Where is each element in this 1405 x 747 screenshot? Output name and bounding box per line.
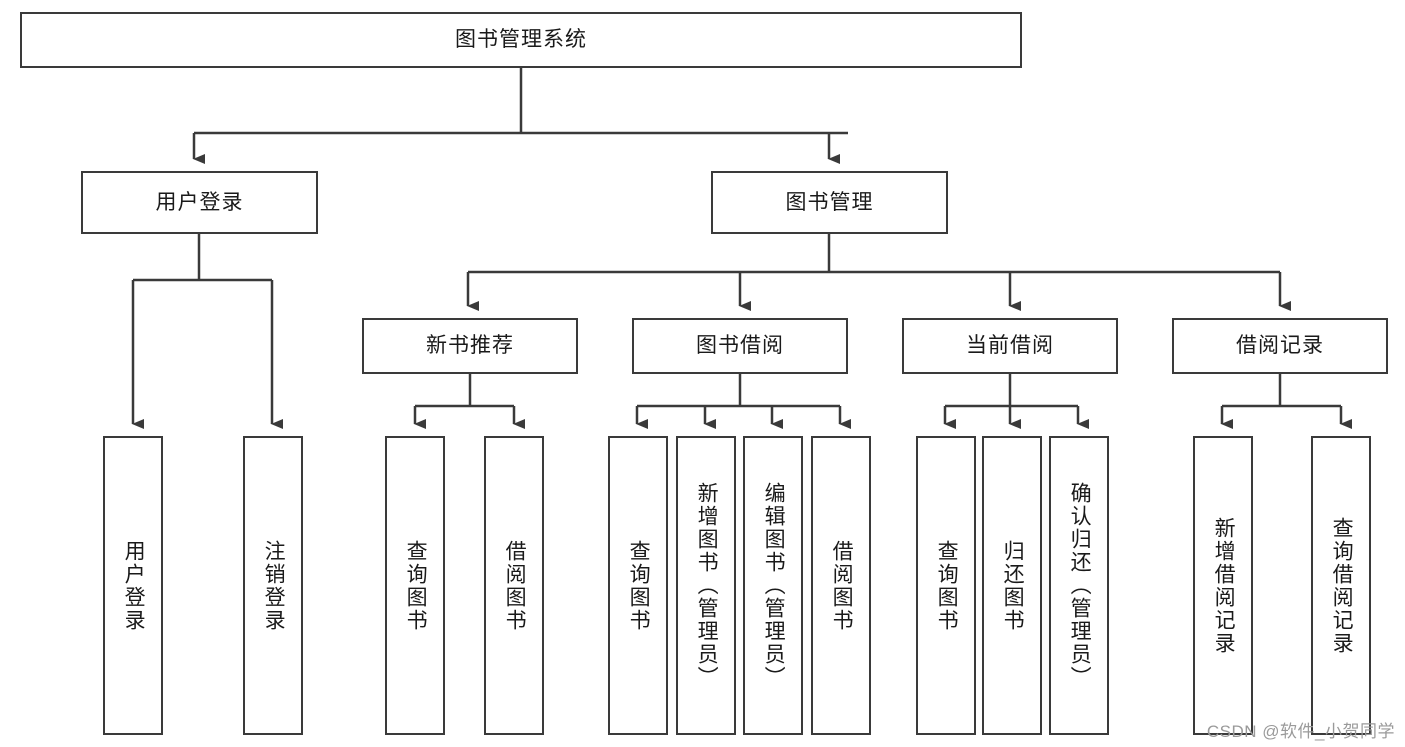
node-label: 图书管理系统 bbox=[455, 28, 587, 52]
node-label: 新增借阅记录 bbox=[1212, 516, 1236, 655]
node-label: 查询借阅记录 bbox=[1330, 516, 1354, 655]
watermark-text: CSDN @软件_小贺同学 bbox=[1206, 722, 1395, 741]
node-label: 用户登录 bbox=[155, 190, 244, 214]
node-label: 用户登录 bbox=[122, 539, 146, 632]
node-label: 查询图书 bbox=[935, 539, 959, 632]
leaf-current-return-book[interactable]: 归还图书 bbox=[982, 436, 1042, 735]
leaf-recommend-query-book[interactable]: 查询图书 bbox=[385, 436, 445, 735]
node-label: 归还图书 bbox=[1001, 539, 1025, 632]
node-book-management[interactable]: 图书管理 bbox=[711, 171, 948, 234]
leaf-record-query-record[interactable]: 查询借阅记录 bbox=[1311, 436, 1371, 735]
leaf-record-add-record[interactable]: 新增借阅记录 bbox=[1193, 436, 1253, 735]
node-book-borrow[interactable]: 图书借阅 bbox=[632, 318, 848, 374]
leaf-user-login-logout[interactable]: 注销登录 bbox=[243, 436, 303, 735]
leaf-current-confirm-return-admin[interactable]: 确认归还（管理员） bbox=[1049, 436, 1109, 735]
node-label: 确认归还（管理员） bbox=[1068, 482, 1092, 689]
node-label: 图书管理 bbox=[785, 190, 874, 214]
leaf-borrow-borrow-book[interactable]: 借阅图书 bbox=[811, 436, 871, 735]
node-borrow-record[interactable]: 借阅记录 bbox=[1172, 318, 1388, 374]
leaf-borrow-add-book-admin[interactable]: 新增图书（管理员） bbox=[676, 436, 736, 735]
node-label: 借阅记录 bbox=[1236, 334, 1324, 358]
node-label: 图书借阅 bbox=[696, 334, 784, 358]
node-label: 查询图书 bbox=[404, 539, 428, 632]
node-label: 借阅图书 bbox=[503, 539, 527, 632]
leaf-borrow-edit-book-admin[interactable]: 编辑图书（管理员） bbox=[743, 436, 803, 735]
leaf-current-query-book[interactable]: 查询图书 bbox=[916, 436, 976, 735]
node-new-book-recommend[interactable]: 新书推荐 bbox=[362, 318, 578, 374]
node-label: 注销登录 bbox=[262, 539, 286, 632]
leaf-borrow-query-book[interactable]: 查询图书 bbox=[608, 436, 668, 735]
leaf-user-login-login[interactable]: 用户登录 bbox=[103, 436, 163, 735]
node-label: 借阅图书 bbox=[830, 539, 854, 632]
node-current-borrow[interactable]: 当前借阅 bbox=[902, 318, 1118, 374]
leaf-recommend-borrow-book[interactable]: 借阅图书 bbox=[484, 436, 544, 735]
node-root-system[interactable]: 图书管理系统 bbox=[20, 12, 1022, 68]
node-user-login[interactable]: 用户登录 bbox=[81, 171, 318, 234]
node-label: 新书推荐 bbox=[426, 334, 514, 358]
node-label: 新增图书（管理员） bbox=[695, 482, 719, 689]
node-label: 编辑图书（管理员） bbox=[762, 482, 786, 689]
node-label: 当前借阅 bbox=[966, 334, 1054, 358]
node-label: 查询图书 bbox=[627, 539, 651, 632]
